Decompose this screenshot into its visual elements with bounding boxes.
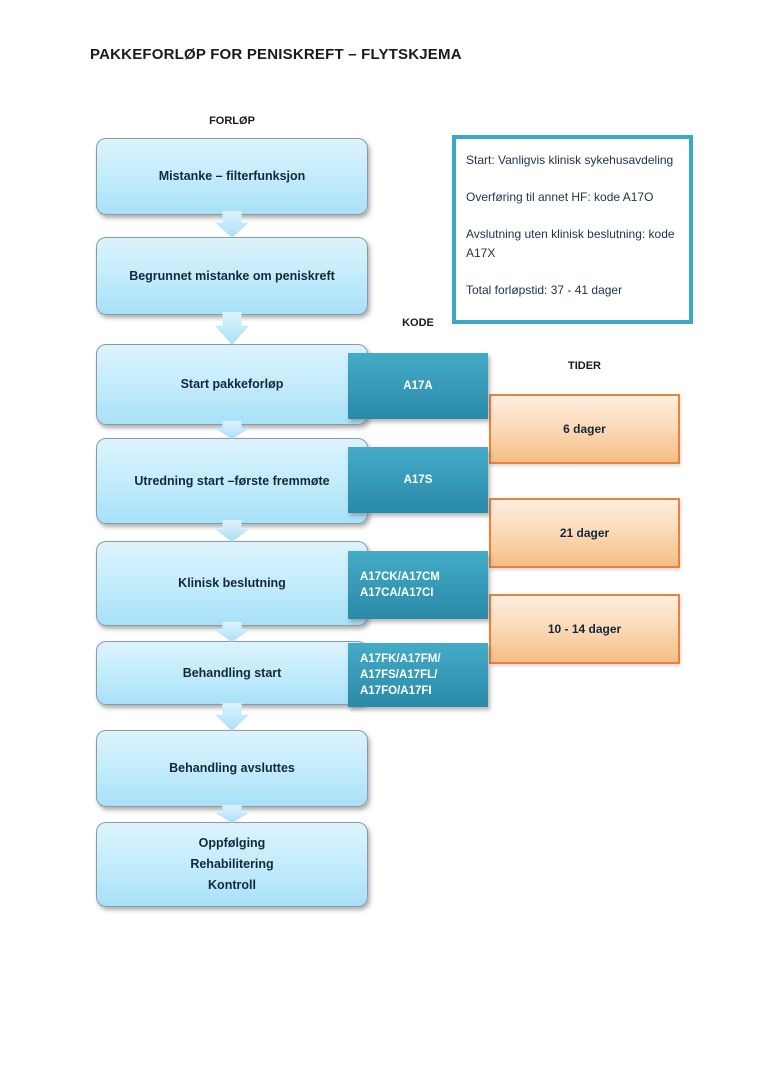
info-box: Start: Vanligvis klinisk sykehusavdeling… (452, 135, 693, 324)
time-label: 21 dager (559, 526, 610, 540)
flow-step-oppfolging: Oppfølging Rehabilitering Kontroll (96, 822, 368, 907)
flow-step-behandling-avsluttes: Behandling avsluttes (96, 730, 368, 807)
info-line-avslutning: Avslutning uten klinisk beslutning: kode… (466, 227, 675, 260)
down-arrow-icon (215, 805, 249, 823)
time-box-10-14-dager: 10 - 14 dager (489, 594, 680, 664)
code-box-behandling-koder: A17FK/A17FM/ A17FS/A17FL/ A17FO/A17FI (348, 643, 488, 707)
flow-step-utredning-start: Utredning start –første fremmøte (96, 438, 368, 524)
code-label: A17CK/A17CM (360, 571, 440, 583)
flow-step-behandling-start: Behandling start (96, 641, 368, 705)
code-label: A17S (403, 474, 433, 486)
flow-step-mistanke-filterfunksjon: Mistanke – filterfunksjon (96, 138, 368, 215)
flow-step-label: Rehabilitering (190, 857, 274, 871)
code-label: A17FS/A17FL/ (360, 669, 438, 681)
flow-step-label: Behandling avsluttes (169, 761, 295, 775)
flow-step-label: Klinisk beslutning (178, 576, 286, 590)
down-arrow-icon (215, 703, 249, 731)
time-box-21-dager: 21 dager (489, 498, 680, 568)
flow-step-label: Mistanke – filterfunksjon (158, 169, 306, 183)
code-label: A17CA/A17CI (360, 587, 434, 599)
flow-step-begrunnet-mistanke: Begrunnet mistanke om peniskreft (96, 237, 368, 315)
flow-step-label: Utredning start –første fremmøte (134, 473, 330, 488)
code-box-klinisk-beslutning-koder: A17CK/A17CM A17CA/A17CI (348, 551, 488, 619)
info-line-totaltid: Total forløpstid: 37 - 41 dager (466, 283, 623, 297)
code-label: A17FK/A17FM/ (360, 653, 441, 665)
column-label-forlop: FORLØP (209, 115, 255, 127)
down-arrow-icon (215, 211, 249, 238)
flow-step-label: Kontroll (208, 878, 256, 892)
down-arrow-icon (215, 312, 249, 345)
flow-step-label: Begrunnet mistanke om peniskreft (129, 268, 335, 283)
info-line-overforing: Overføring til annet HF: kode A17O (466, 190, 654, 204)
flow-step-label: Behandling start (182, 665, 282, 680)
flow-step-start-pakkeforlop: Start pakkeforløp (96, 344, 368, 425)
code-box-a17a: A17A (348, 353, 488, 419)
time-label: 10 - 14 dager (547, 622, 622, 636)
time-box-6-dager: 6 dager (489, 394, 680, 464)
flow-step-klinisk-beslutning: Klinisk beslutning (96, 541, 368, 626)
column-label-tider: TIDER (568, 360, 601, 372)
code-label: A17A (403, 380, 433, 392)
page-title: PAKKEFORLØP FOR PENISKREFT – FLYTSKJEMA (90, 46, 462, 63)
flow-step-label: Oppfølging (198, 836, 266, 850)
code-box-a17s: A17S (348, 447, 488, 513)
code-label: A17FO/A17FI (360, 685, 432, 697)
time-label: 6 dager (563, 422, 606, 436)
column-label-kode: KODE (402, 317, 434, 329)
info-line-start: Start: Vanligvis klinisk sykehusavdeling (466, 153, 674, 167)
flow-step-label: Start pakkeforløp (180, 377, 284, 391)
